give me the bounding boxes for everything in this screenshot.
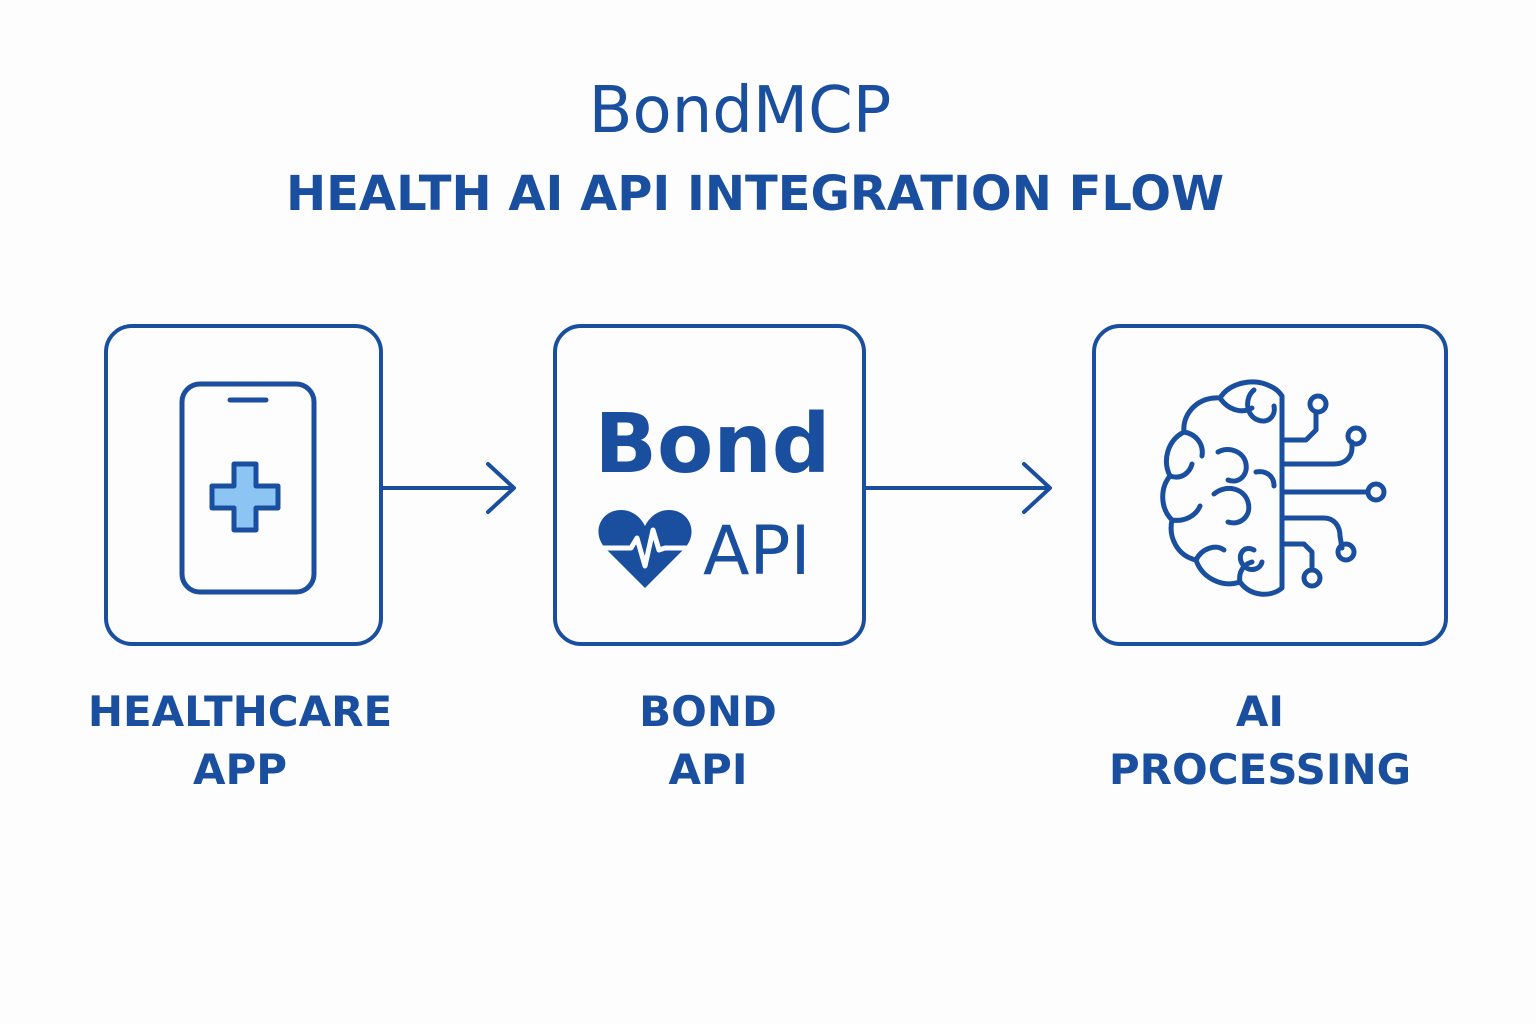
healthcare-app-label: HEALTHCARE APP (60, 683, 420, 799)
bond-api-label-line-2: API (668, 745, 748, 794)
bond-logo-api-word: API (703, 512, 811, 591)
healthcare-app-label-line-1: HEALTHCARE (87, 687, 393, 736)
bond-api-node: Bond API (553, 324, 866, 646)
bond-api-label: BOND API (528, 683, 888, 799)
diagram-subtitle: HEALTH AI API INTEGRATION FLOW (285, 166, 1225, 222)
brain-circuit-icon (1160, 379, 1387, 597)
healthcare-app-label-line-2: APP (192, 745, 288, 794)
diagram-title: BondMCP (588, 74, 892, 148)
bond-logo-word: Bond (594, 397, 831, 492)
flow-arrow-bond-to-ai (866, 462, 1052, 514)
ai-processing-label: AI PROCESSING (1080, 683, 1440, 799)
ai-processing-label-line-1: AI (1235, 687, 1285, 736)
ai-processing-node (1092, 324, 1448, 646)
healthcare-app-node (104, 324, 383, 646)
heart-pulse-logo (597, 510, 693, 588)
smartphone-medical-cross-icon (179, 381, 317, 595)
ai-processing-label-line-2: PROCESSING (1108, 745, 1412, 794)
flow-arrow-app-to-bond (382, 462, 516, 514)
bond-api-label-line-1: BOND (639, 687, 777, 736)
